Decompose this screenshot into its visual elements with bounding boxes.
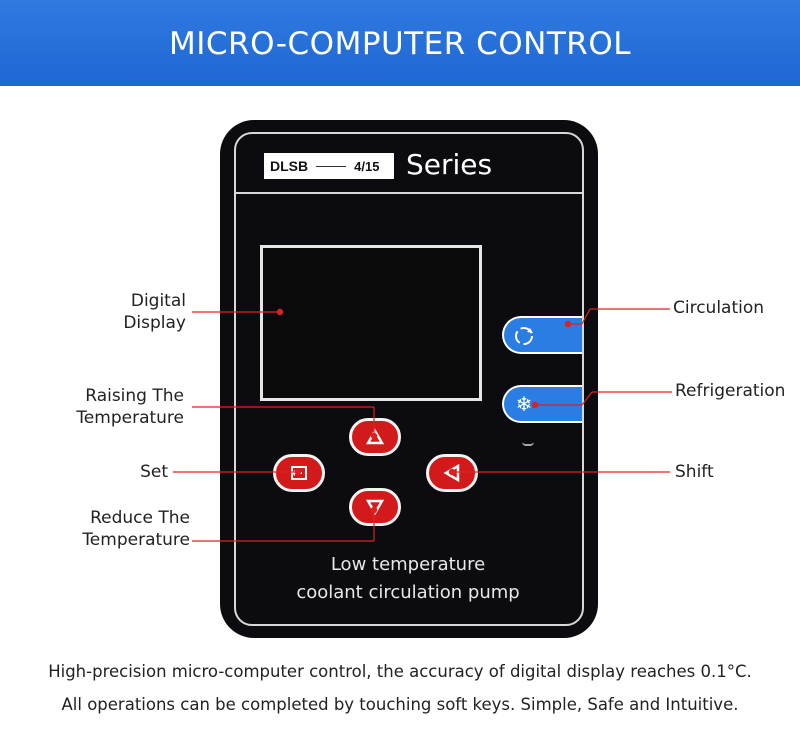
- model-row: DLSB 4/15 Series: [236, 134, 582, 194]
- snowflake-icon: ❄: [515, 394, 533, 416]
- model-prefix: DLSB: [270, 158, 309, 174]
- callout-set: Set: [140, 462, 168, 482]
- callout-dot-shift: [448, 468, 456, 476]
- raise-temperature-button[interactable]: [349, 418, 401, 456]
- series-label: Series: [406, 148, 493, 181]
- digital-display-screen: [260, 245, 482, 401]
- callout-reduce-line1: Reduce The: [90, 508, 190, 528]
- control-panel: DLSB 4/15 Series: [234, 132, 584, 626]
- callout-dot-refrigeration: [531, 401, 539, 409]
- indicator-light: [522, 438, 534, 446]
- callout-line-circulation-b: [581, 308, 591, 325]
- device-caption-line2: coolant circulation pump: [296, 582, 520, 603]
- callout-refrigeration: Refrigeration: [675, 381, 786, 401]
- callout-dot-circulation: [564, 320, 572, 328]
- callout-digital-display-line1: Digital: [130, 291, 186, 311]
- callout-reduce: Reduce The Temperature: [52, 507, 190, 551]
- callout-dot-reduce: [370, 506, 378, 514]
- model-suffix: 4/15: [354, 158, 380, 174]
- callout-raising: Raising The Temperature: [52, 385, 184, 429]
- callout-digital-display-line2: Display: [123, 313, 186, 333]
- callout-line-refrigeration-b: [581, 391, 593, 406]
- callout-digital-display: Digital Display: [96, 290, 186, 334]
- callout-reduce-line2: Temperature: [82, 530, 190, 550]
- callout-raising-line1: Raising The: [85, 386, 184, 406]
- callout-dot-set: [294, 468, 302, 476]
- callout-dot-display: [276, 308, 284, 316]
- banner-title: MICRO-COMPUTER CONTROL: [169, 26, 631, 62]
- triangle-down-icon: [366, 499, 384, 516]
- device-caption-line1: Low temperature: [330, 554, 486, 575]
- refrigeration-button[interactable]: ❄: [502, 385, 582, 423]
- header-banner: MICRO-COMPUTER CONTROL: [0, 0, 800, 86]
- model-dash: [316, 165, 347, 167]
- callout-dot-raise: [370, 432, 378, 440]
- callout-shift: Shift: [675, 462, 714, 482]
- callout-raising-line2: Temperature: [76, 408, 184, 428]
- circulation-arrows-icon: [512, 324, 536, 348]
- footer-line2: All operations can be completed by touch…: [61, 695, 739, 714]
- footer-line1: High-precision micro-computer control, t…: [48, 662, 752, 681]
- callout-circulation: Circulation: [673, 298, 765, 318]
- model-label: DLSB 4/15: [264, 153, 394, 179]
